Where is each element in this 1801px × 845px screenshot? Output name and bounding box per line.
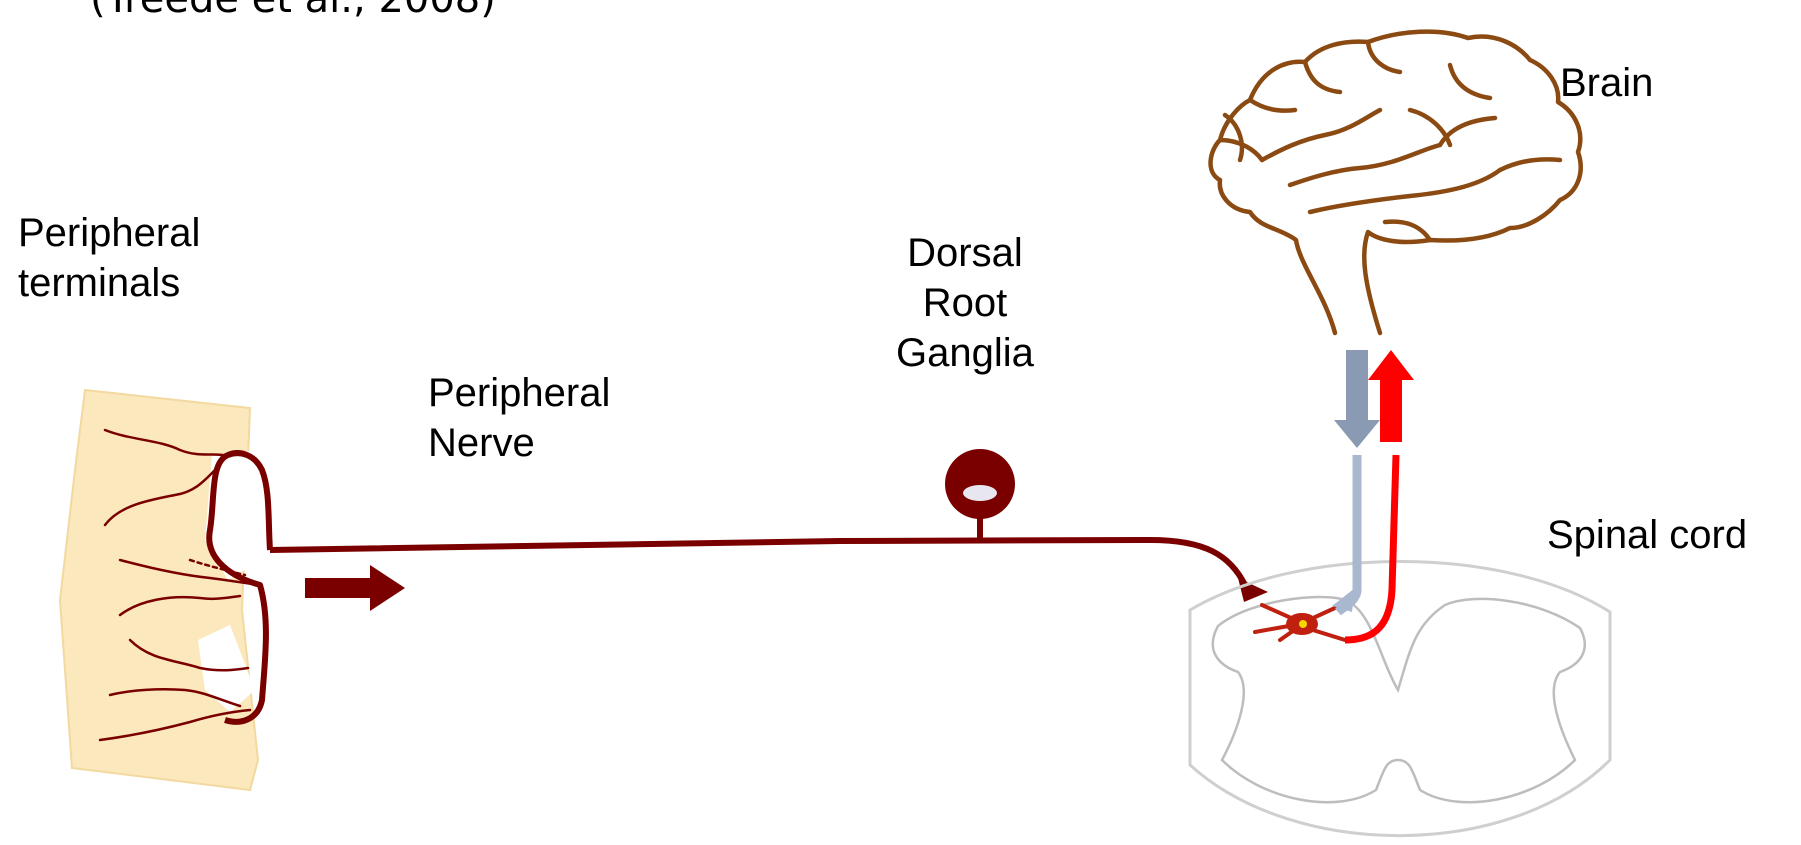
dorsal-horn-neuron xyxy=(1255,602,1348,640)
signal-direction-arrow xyxy=(305,565,405,611)
dorsal-root-ganglion-cell xyxy=(945,449,1015,541)
descending-pathway xyxy=(1332,350,1380,612)
spinal-cord-section xyxy=(1190,561,1610,835)
brain-outline xyxy=(1211,32,1581,333)
peripheral-nerve-axon xyxy=(270,540,1245,585)
